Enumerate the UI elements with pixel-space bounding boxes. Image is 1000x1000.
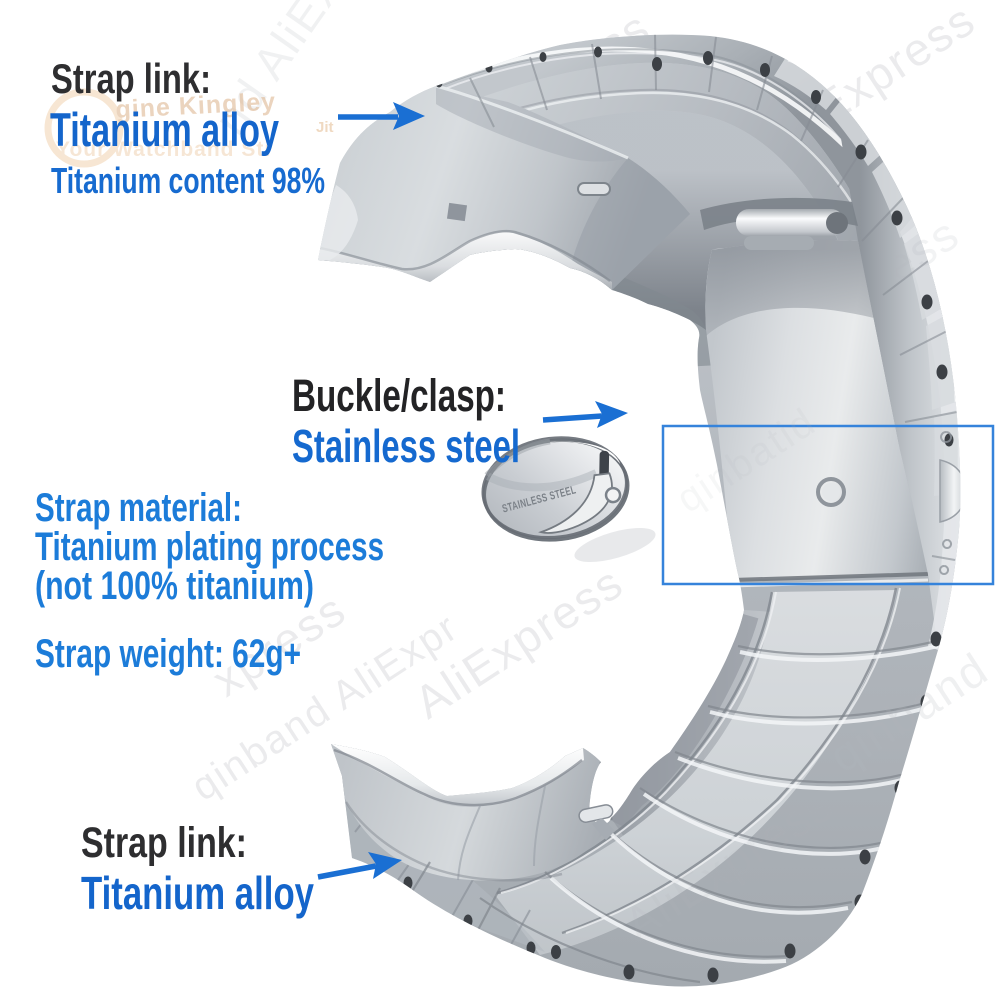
svg-text:Stainless steel: Stainless steel [292,420,520,472]
svg-text:Titanium alloy: Titanium alloy [81,867,314,919]
svg-text:Your Watchband Sti: Your Watchband Sti [56,138,271,161]
svg-text:Strap material:: Strap material: [35,486,242,530]
svg-text:Titanium alloy: Titanium alloy [50,103,279,156]
svg-text:Titanium content 98%: Titanium content 98% [51,160,325,201]
svg-text:Strap weight: 62g+: Strap weight: 62g+ [35,632,301,676]
svg-text:Titanium plating process: Titanium plating process [35,525,384,569]
svg-text:Buckle/clasp:: Buckle/clasp: [292,370,506,421]
svg-text:Jit: Jit [316,119,334,136]
svg-text:(not 100% titanium): (not 100% titanium) [35,564,314,608]
svg-text:Strap link:: Strap link: [51,55,211,102]
svg-text:Strap link:: Strap link: [81,819,247,867]
